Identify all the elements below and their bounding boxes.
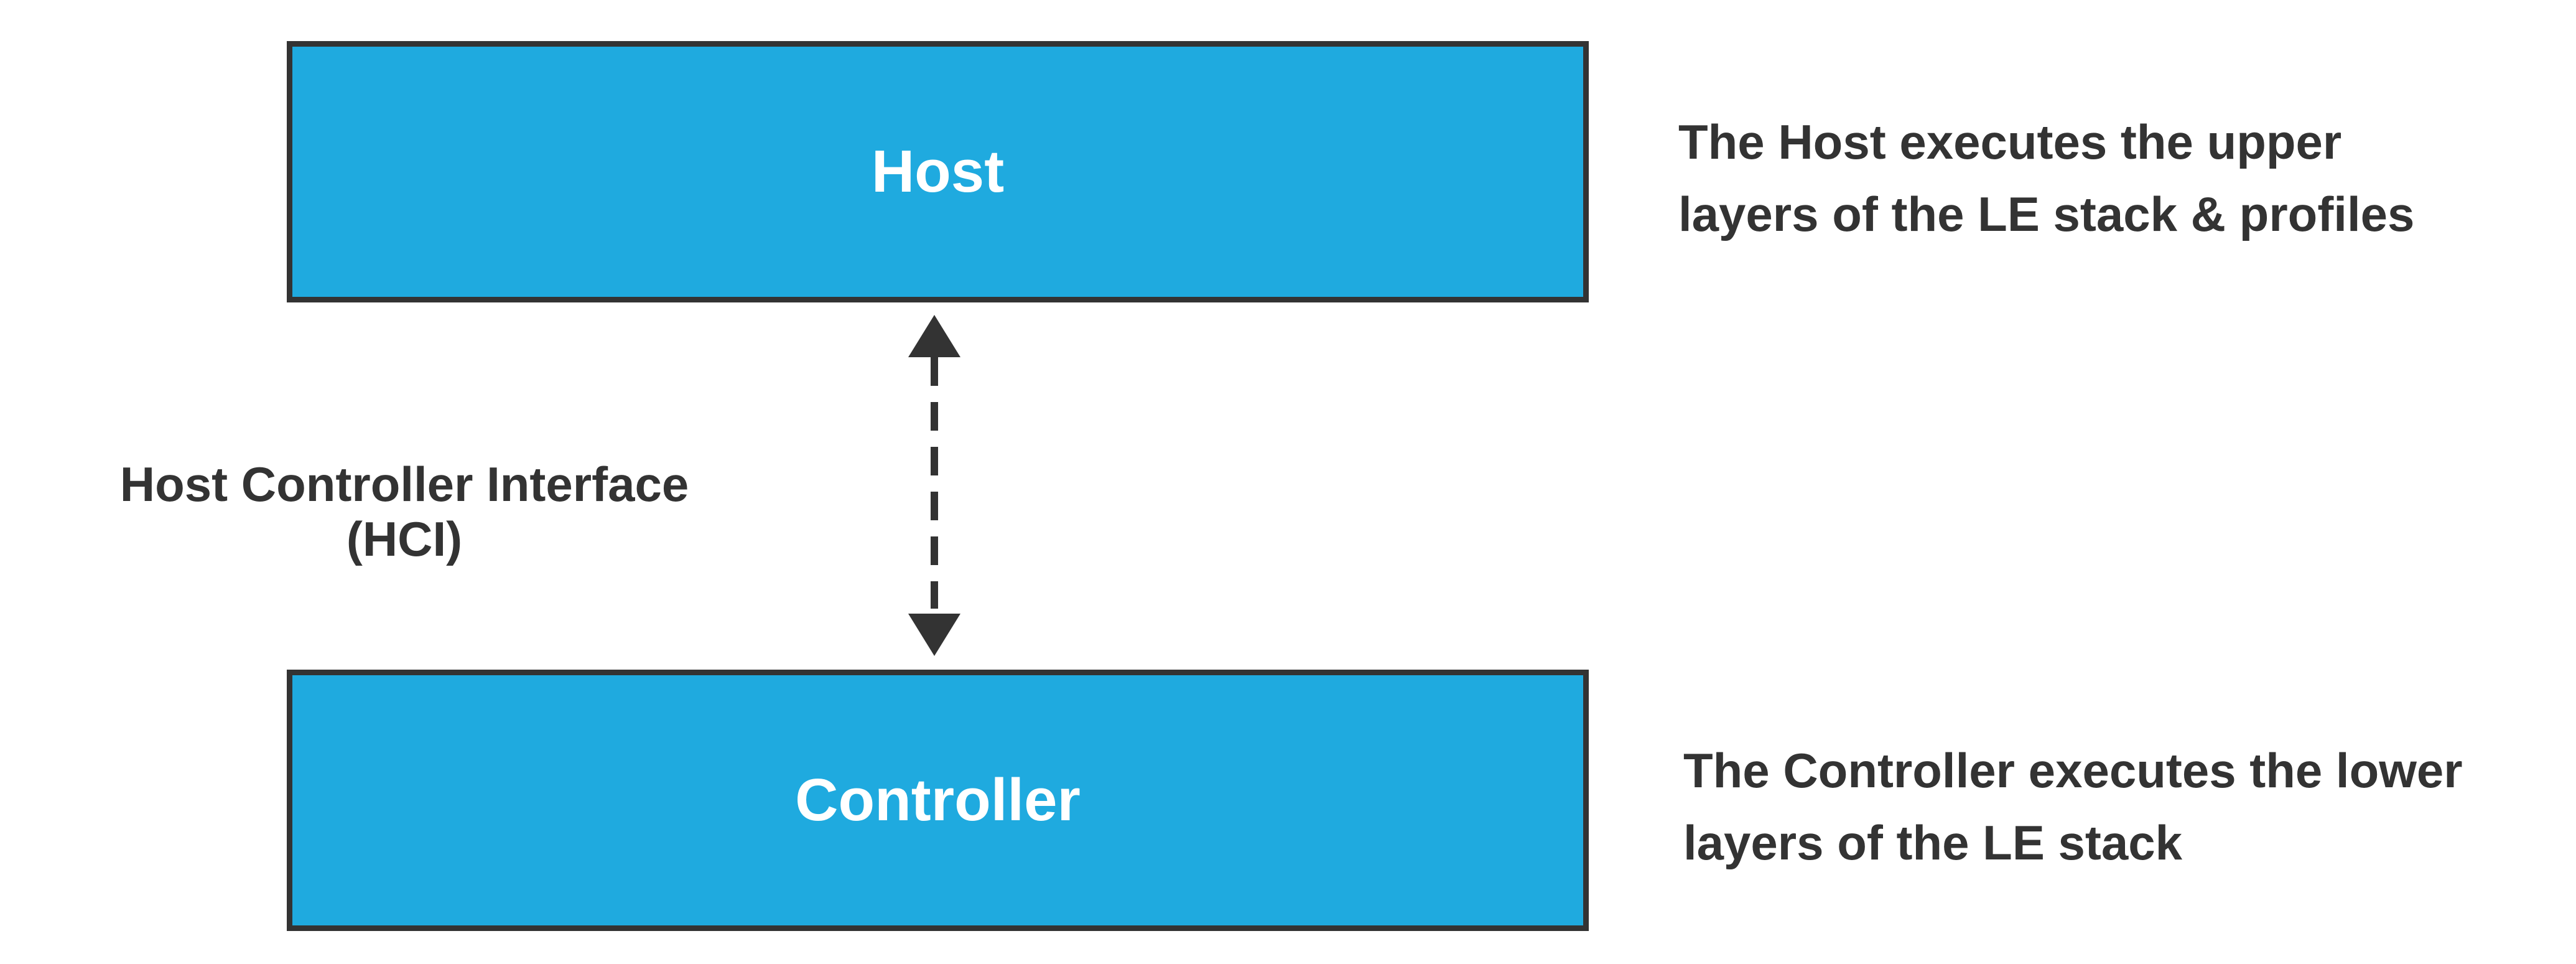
host-label: Host: [871, 138, 1005, 205]
double-headed-arrow-icon: [908, 315, 960, 656]
controller-description: The Controller executes the lower layers…: [1683, 734, 2463, 879]
controller-label: Controller: [795, 767, 1081, 833]
hci-label-line-1: Host Controller Interface: [119, 457, 689, 512]
hci-label-line-2: (HCI): [346, 512, 463, 566]
arrowhead-down: [908, 614, 960, 656]
host-description: The Host executes the upper layers of th…: [1678, 106, 2414, 250]
host-description-line-1: The Host executes the upper: [1678, 115, 2342, 169]
controller-description-line-1: The Controller executes the lower: [1683, 743, 2463, 798]
host-description-line-2: layers of the LE stack & profiles: [1678, 187, 2415, 241]
arrowhead-up: [908, 315, 960, 357]
hci-label: Host Controller Interface (HCI): [62, 457, 746, 566]
controller-description-line-2: layers of the LE stack: [1683, 815, 2183, 870]
controller-box: Controller: [287, 670, 1589, 931]
host-box: Host: [287, 41, 1589, 302]
